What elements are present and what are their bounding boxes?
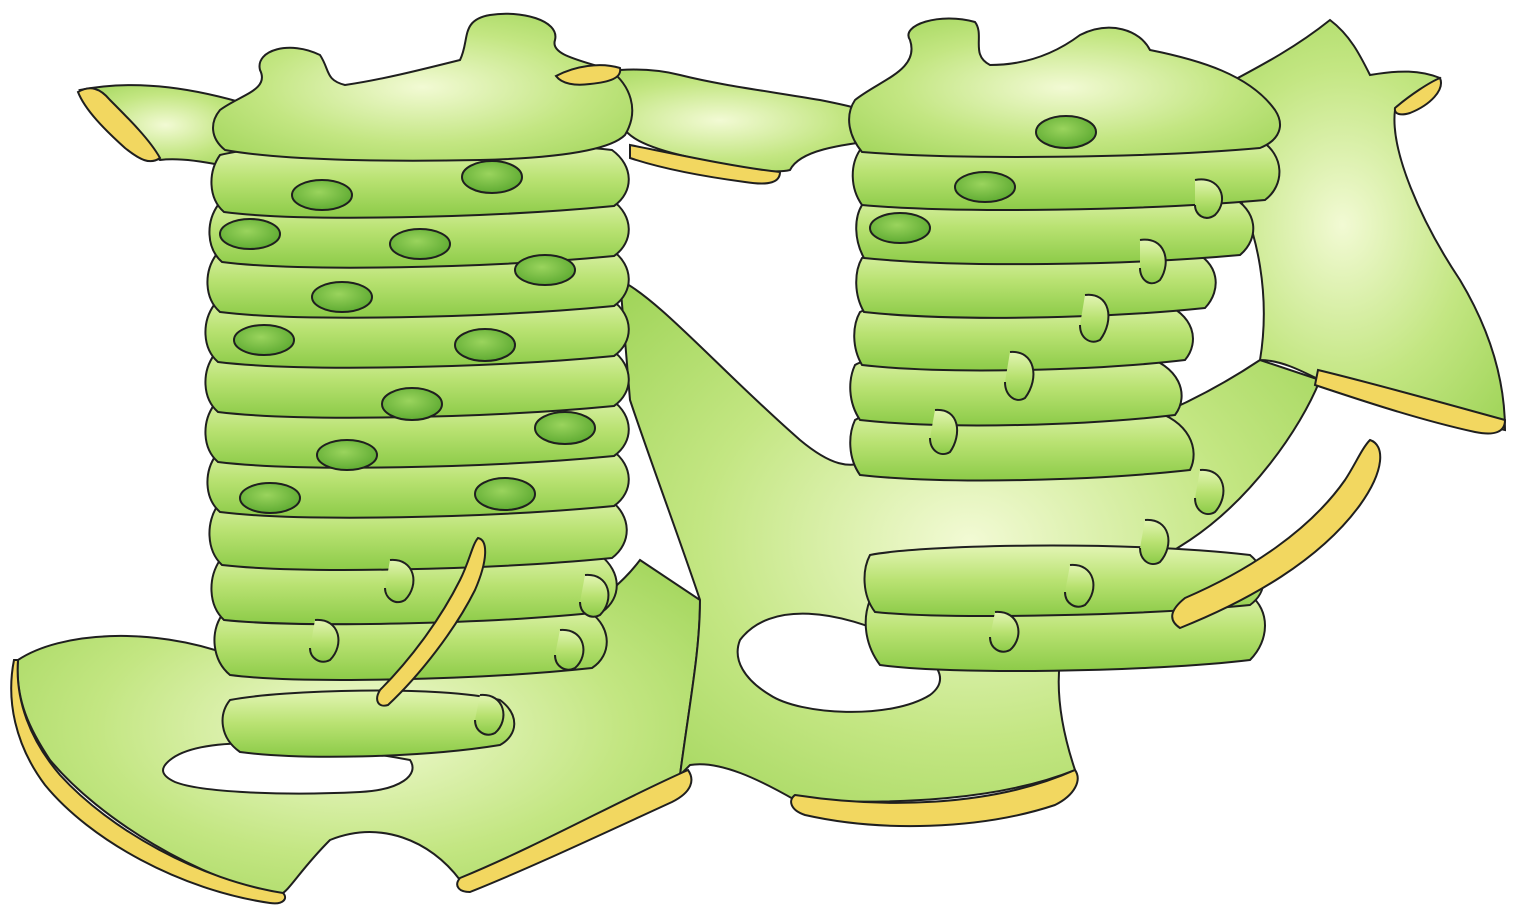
granum-right — [849, 18, 1280, 671]
